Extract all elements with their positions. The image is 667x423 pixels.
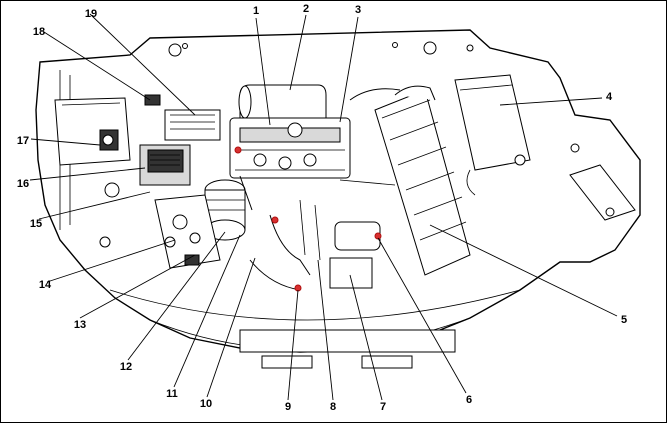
battery-box bbox=[454, 74, 531, 196]
starter-motor bbox=[329, 221, 382, 289]
callout-4: 4 bbox=[606, 91, 613, 103]
relay-module bbox=[139, 94, 221, 186]
radiator bbox=[349, 85, 471, 276]
engine-block bbox=[229, 117, 351, 179]
leader-15 bbox=[38, 191, 151, 220]
callout-10: 10 bbox=[200, 398, 212, 410]
leader-5 bbox=[429, 224, 618, 317]
filter-canister bbox=[204, 179, 246, 241]
callout-8: 8 bbox=[330, 401, 336, 413]
callout-2: 2 bbox=[303, 3, 309, 15]
leader-1 bbox=[255, 17, 271, 126]
leader-3 bbox=[339, 16, 359, 123]
callout-1: 1 bbox=[253, 5, 259, 17]
leader-16 bbox=[29, 167, 146, 181]
leader-10 bbox=[206, 257, 256, 398]
leader-7 bbox=[349, 274, 383, 401]
callout-18: 18 bbox=[33, 26, 45, 38]
callout-17: 17 bbox=[17, 135, 29, 147]
leader-4 bbox=[499, 97, 603, 106]
callout-11: 11 bbox=[166, 388, 178, 400]
callout-12: 12 bbox=[120, 361, 132, 373]
callout-3: 3 bbox=[355, 4, 361, 16]
leader-9 bbox=[287, 289, 299, 401]
hoses bbox=[239, 175, 396, 292]
callout-15: 15 bbox=[30, 218, 42, 230]
gauge-plate bbox=[154, 194, 221, 269]
leader-18 bbox=[43, 31, 151, 101]
leader-2 bbox=[289, 14, 307, 91]
bottom-plates bbox=[239, 329, 456, 369]
callout-6: 6 bbox=[466, 394, 472, 406]
leader-6 bbox=[377, 237, 467, 394]
leader-13 bbox=[79, 254, 196, 319]
callout-5: 5 bbox=[621, 314, 627, 326]
leader-14 bbox=[46, 239, 176, 283]
leader-lines bbox=[29, 13, 618, 401]
callout-13: 13 bbox=[74, 319, 86, 331]
callout-14: 14 bbox=[39, 279, 52, 291]
control-box bbox=[54, 97, 131, 166]
leader-19 bbox=[89, 13, 196, 116]
leader-11 bbox=[173, 234, 241, 388]
right-panel bbox=[569, 164, 636, 221]
air-cleaner-housing bbox=[238, 84, 327, 119]
callout-16: 16 bbox=[17, 178, 29, 190]
leader-17 bbox=[30, 138, 101, 146]
chassis-frame bbox=[35, 29, 641, 353]
leader-12 bbox=[127, 231, 226, 361]
callout-labels: 1 2 3 4 5 6 7 8 9 10 11 12 13 14 15 16 1… bbox=[17, 3, 627, 413]
callout-9: 9 bbox=[285, 401, 291, 413]
callout-7: 7 bbox=[380, 401, 386, 413]
callout-19: 19 bbox=[85, 8, 97, 20]
leader-8 bbox=[317, 259, 334, 401]
